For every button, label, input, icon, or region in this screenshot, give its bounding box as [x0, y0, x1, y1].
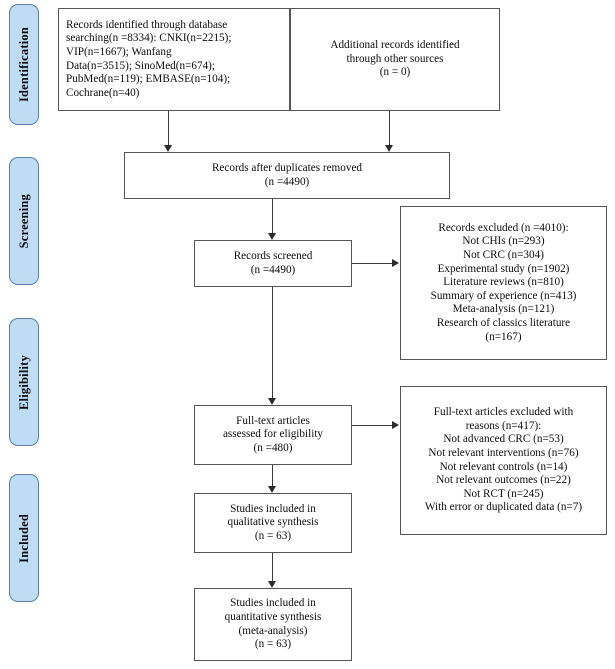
box-line: Not relevant outcomes (n=22): [436, 474, 571, 487]
box-line: assessed for eligibility: [222, 428, 324, 441]
box-line: (n = 63): [254, 638, 292, 651]
connector-screened-to-excluded: [352, 263, 392, 264]
box-line: (n =4490): [250, 263, 296, 276]
box-line: Not CRC (n=304): [463, 249, 544, 262]
box-line: Records after duplicates removed: [211, 161, 363, 174]
stage-tab-identification: Identification: [9, 4, 39, 125]
connector-screened-to-fulltext: [272, 287, 273, 398]
arrowhead-database-to-duplicates: [163, 145, 172, 152]
box-line: (n =4490): [264, 175, 310, 188]
box-line: Records excluded (n =4010):: [438, 221, 569, 234]
box-records-excluded: Records excluded (n =4010): Not CHIs (n=…: [400, 206, 607, 360]
connector-qualitative-to-quantitative: [272, 553, 273, 581]
arrowhead-fulltext-to-qualitative: [267, 486, 276, 493]
box-qualitative-synthesis: Studies included in qualitative synthesi…: [194, 493, 352, 553]
connector-other-to-duplicates: [389, 111, 390, 145]
box-line: Cochrane(n=40): [66, 86, 140, 99]
box-line: Not advanced CRC (n=53): [443, 433, 564, 446]
connector-duplicates-to-screened: [272, 199, 273, 233]
box-line: Studies included in: [230, 502, 316, 515]
box-fulltext-assessed: Full-text articles assessed for eligibil…: [194, 405, 352, 465]
box-line: Not relevant interventions (n=76): [428, 446, 579, 459]
box-duplicates-removed: Records after duplicates removed (n =449…: [124, 152, 450, 199]
box-line: Full-text articles: [236, 414, 310, 427]
arrowhead-duplicates-to-screened: [267, 233, 276, 240]
box-line: Studies included in: [230, 597, 316, 610]
box-line: (n =480): [253, 441, 293, 454]
box-line: Meta-analysis (n=121): [452, 303, 555, 316]
stage-label-eligibility: Eligibility: [16, 354, 31, 410]
box-line: quantitative synthesis: [224, 610, 322, 623]
box-line: Literature reviews (n=810): [443, 276, 564, 289]
box-line: With error or duplicated data (n=7): [424, 501, 583, 514]
arrowhead-qualitative-to-quantitative: [267, 581, 276, 588]
box-line: Not relevant controls (n=14): [439, 460, 568, 473]
box-line: (n=167): [485, 330, 522, 343]
box-line: reasons (n=417):: [465, 419, 542, 432]
box-line: qualitative synthesis: [227, 516, 319, 529]
box-line: through other sources: [346, 52, 444, 65]
box-line: (n = 63): [254, 529, 292, 542]
box-records-screened: Records screened (n =4490): [194, 240, 352, 287]
arrowhead-other-to-duplicates: [384, 145, 393, 152]
stage-label-screening: Screening: [16, 193, 31, 249]
stage-tab-included: Included: [9, 474, 39, 602]
box-line: VIP(n=1667); Wanfang: [66, 45, 172, 58]
box-line: (n = 0): [379, 66, 411, 79]
box-line: PubMed(n=119); EMBASE(n=104);: [66, 73, 231, 86]
stage-label-included: Included: [16, 513, 31, 563]
connector-database-to-duplicates: [168, 111, 169, 145]
stage-tab-eligibility: Eligibility: [9, 318, 39, 446]
box-other-sources: Additional records identified through ot…: [290, 8, 500, 111]
box-database-search: Records identified through database sear…: [58, 8, 290, 111]
box-line: Summary of experience (n=413): [430, 289, 577, 302]
box-line: Not RCT (n=245): [463, 487, 544, 500]
arrowhead-screened-to-excluded: [392, 258, 399, 267]
box-line: Full-text articles excluded with: [433, 406, 574, 419]
connector-fulltext-to-excluded: [352, 425, 392, 426]
box-line: (meta-analysis): [238, 624, 308, 637]
stage-tab-screening: Screening: [9, 157, 39, 285]
box-line: Records identified through database: [66, 18, 228, 31]
box-fulltext-excluded: Full-text articles excluded with reasons…: [400, 386, 607, 535]
stage-label-identification: Identification: [16, 26, 31, 103]
box-line: Research of classics literature: [436, 316, 571, 329]
box-quantitative-synthesis: Studies included in quantitative synthes…: [194, 588, 352, 661]
arrowhead-fulltext-to-excluded: [392, 420, 399, 429]
box-line: Experimental study (n=1902): [437, 262, 570, 275]
connector-fulltext-to-qualitative: [272, 465, 273, 486]
box-line: Records screened: [233, 249, 313, 262]
box-line: Not CHIs (n=293): [462, 235, 545, 248]
box-line: searching(n =8334): CNKI(n=2215);: [66, 32, 232, 45]
box-line: Additional records identified: [330, 39, 460, 52]
arrowhead-screened-to-fulltext: [267, 398, 276, 405]
box-line: Data(n=3515); SinoMed(n=674);: [66, 59, 216, 72]
